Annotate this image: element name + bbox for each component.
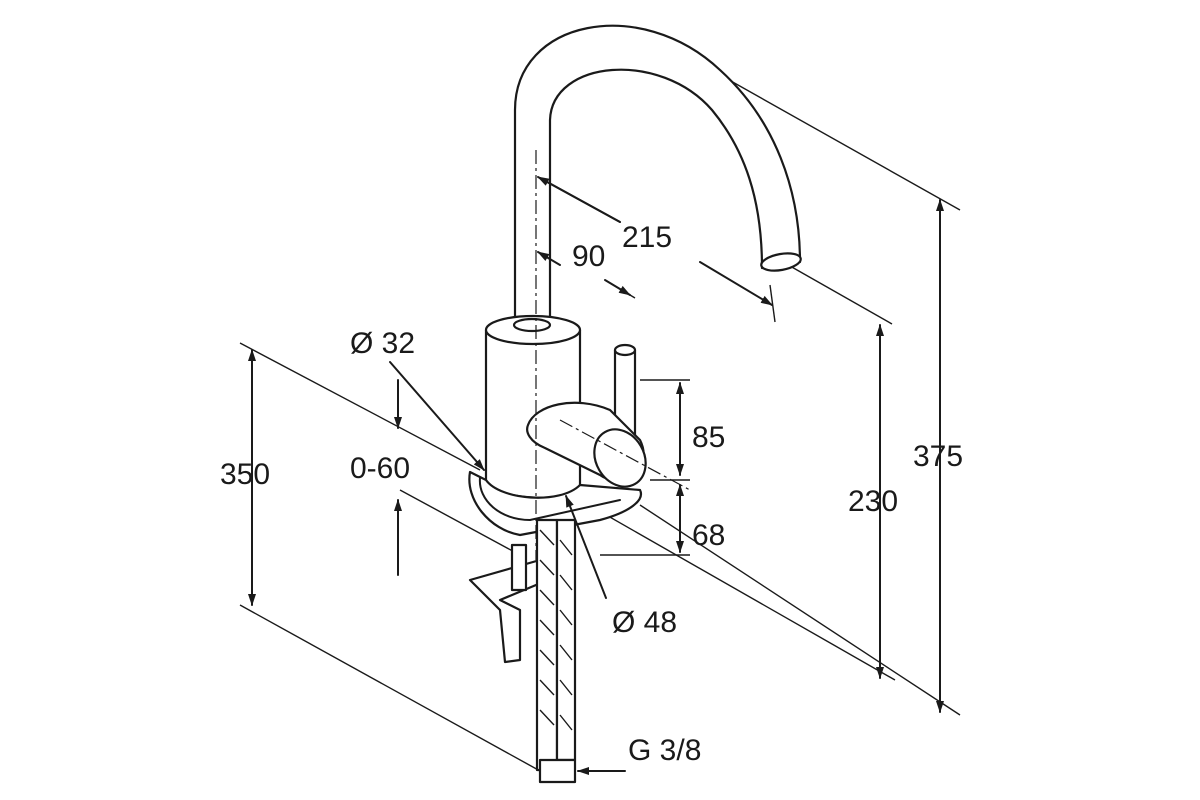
dimension-lines <box>248 176 944 775</box>
dim-counter-thickness: 0-60 <box>350 452 410 485</box>
dim-spout-height: 230 <box>848 485 898 518</box>
lever-handle <box>526 343 647 488</box>
dim-handle-offset: 90 <box>572 240 605 273</box>
dim-hole-diameter: Ø 32 <box>350 327 415 360</box>
supply-hoses <box>535 518 577 784</box>
faucet-spout <box>513 24 802 332</box>
dim-connection-thread: G 3/8 <box>628 734 701 767</box>
dim-hose-length: 350 <box>220 458 270 491</box>
dim-body-height: 68 <box>692 519 725 552</box>
dim-handle-height: 85 <box>692 421 725 454</box>
dim-spout-reach: 215 <box>622 221 672 254</box>
dim-total-height: 375 <box>913 440 963 473</box>
base-plate <box>468 470 643 537</box>
dim-base-diameter: Ø 48 <box>612 606 677 639</box>
